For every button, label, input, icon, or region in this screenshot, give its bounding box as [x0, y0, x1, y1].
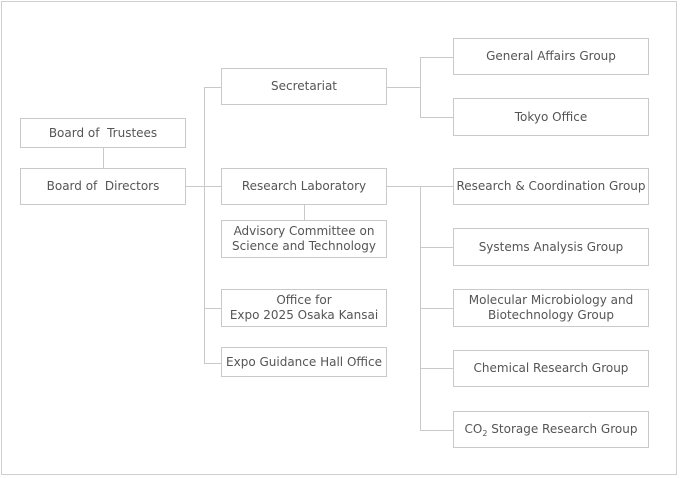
connector-secretariat-trunk [387, 87, 420, 88]
connector-to-molecular [420, 308, 453, 309]
connector-directors-trunk [186, 186, 204, 187]
node-general-affairs-group: General Affairs Group [453, 38, 649, 75]
node-label-line-1: Advisory Committee on [233, 224, 375, 238]
node-expo-guidance-hall-office: Expo Guidance Hall Office [221, 347, 387, 377]
node-label: Tokyo Office [514, 109, 588, 124]
node-label: CO2 Storage Research Group [464, 422, 638, 438]
node-board-of-trustees: Board of Trustees [20, 118, 186, 148]
node-systems-analysis-group: Systems Analysis Group [453, 228, 649, 266]
connector-left-trunk [204, 87, 205, 363]
node-label: Research & Coordination Group [456, 179, 646, 193]
node-board-of-directors: Board of Directors [20, 168, 186, 205]
node-label: General Affairs Group [486, 49, 616, 63]
connector-to-general-affairs [420, 57, 453, 58]
connector-to-chemical [420, 368, 453, 369]
connector-to-systems-analysis [420, 247, 453, 248]
co2-subscript: 2 [482, 429, 488, 438]
co2-prefix: CO [464, 422, 483, 436]
node-tokyo-office: Tokyo Office [453, 98, 649, 136]
node-label: Research Laboratory [241, 179, 367, 193]
connector-secretariat-branch [420, 57, 421, 118]
connector-to-secretariat [204, 87, 221, 88]
node-label: Systems Analysis Group [478, 239, 624, 254]
co2-suffix: Storage Research Group [487, 422, 638, 436]
node-label: Expo Guidance Hall Office [226, 354, 382, 369]
connector-trustees-directors [103, 148, 104, 168]
connector-to-co2-storage [420, 430, 453, 431]
node-secretariat: Secretariat [221, 68, 387, 105]
connector-to-expo-guidance [204, 363, 221, 364]
connector-to-research-coordination [420, 186, 453, 187]
node-label: Chemical Research Group [473, 361, 629, 375]
connector-research-lab-advisory [304, 205, 305, 220]
node-molecular-microbiology-group: Molecular Microbiology and Biotechnology… [453, 289, 649, 327]
node-research-laboratory: Research Laboratory [221, 168, 387, 205]
node-label-line-2: Expo 2025 Osaka Kansai [229, 308, 379, 322]
node-label: Secretariat [270, 79, 338, 93]
node-office-for-expo: Office for Expo 2025 Osaka Kansai [221, 289, 387, 327]
connector-to-office-expo [204, 308, 221, 309]
node-label-line-2: Biotechnology Group [488, 308, 614, 322]
node-co2-storage-research-group: CO2 Storage Research Group [453, 411, 649, 448]
node-label-line-1: Molecular Microbiology and [468, 293, 634, 307]
node-label-line-1: Office for [276, 293, 332, 307]
node-label-line-2: Science and Technology [232, 239, 376, 253]
connector-to-research-lab [204, 186, 221, 187]
node-chemical-research-group: Chemical Research Group [453, 350, 649, 387]
node-label: Board of Trustees [48, 125, 158, 140]
node-label: Board of Directors [46, 179, 160, 193]
connector-to-tokyo-office [420, 117, 453, 118]
connector-research-lab-trunk [387, 186, 420, 187]
node-advisory-committee: Advisory Committee on Science and Techno… [221, 220, 387, 258]
node-research-coordination-group: Research & Coordination Group [453, 168, 649, 205]
